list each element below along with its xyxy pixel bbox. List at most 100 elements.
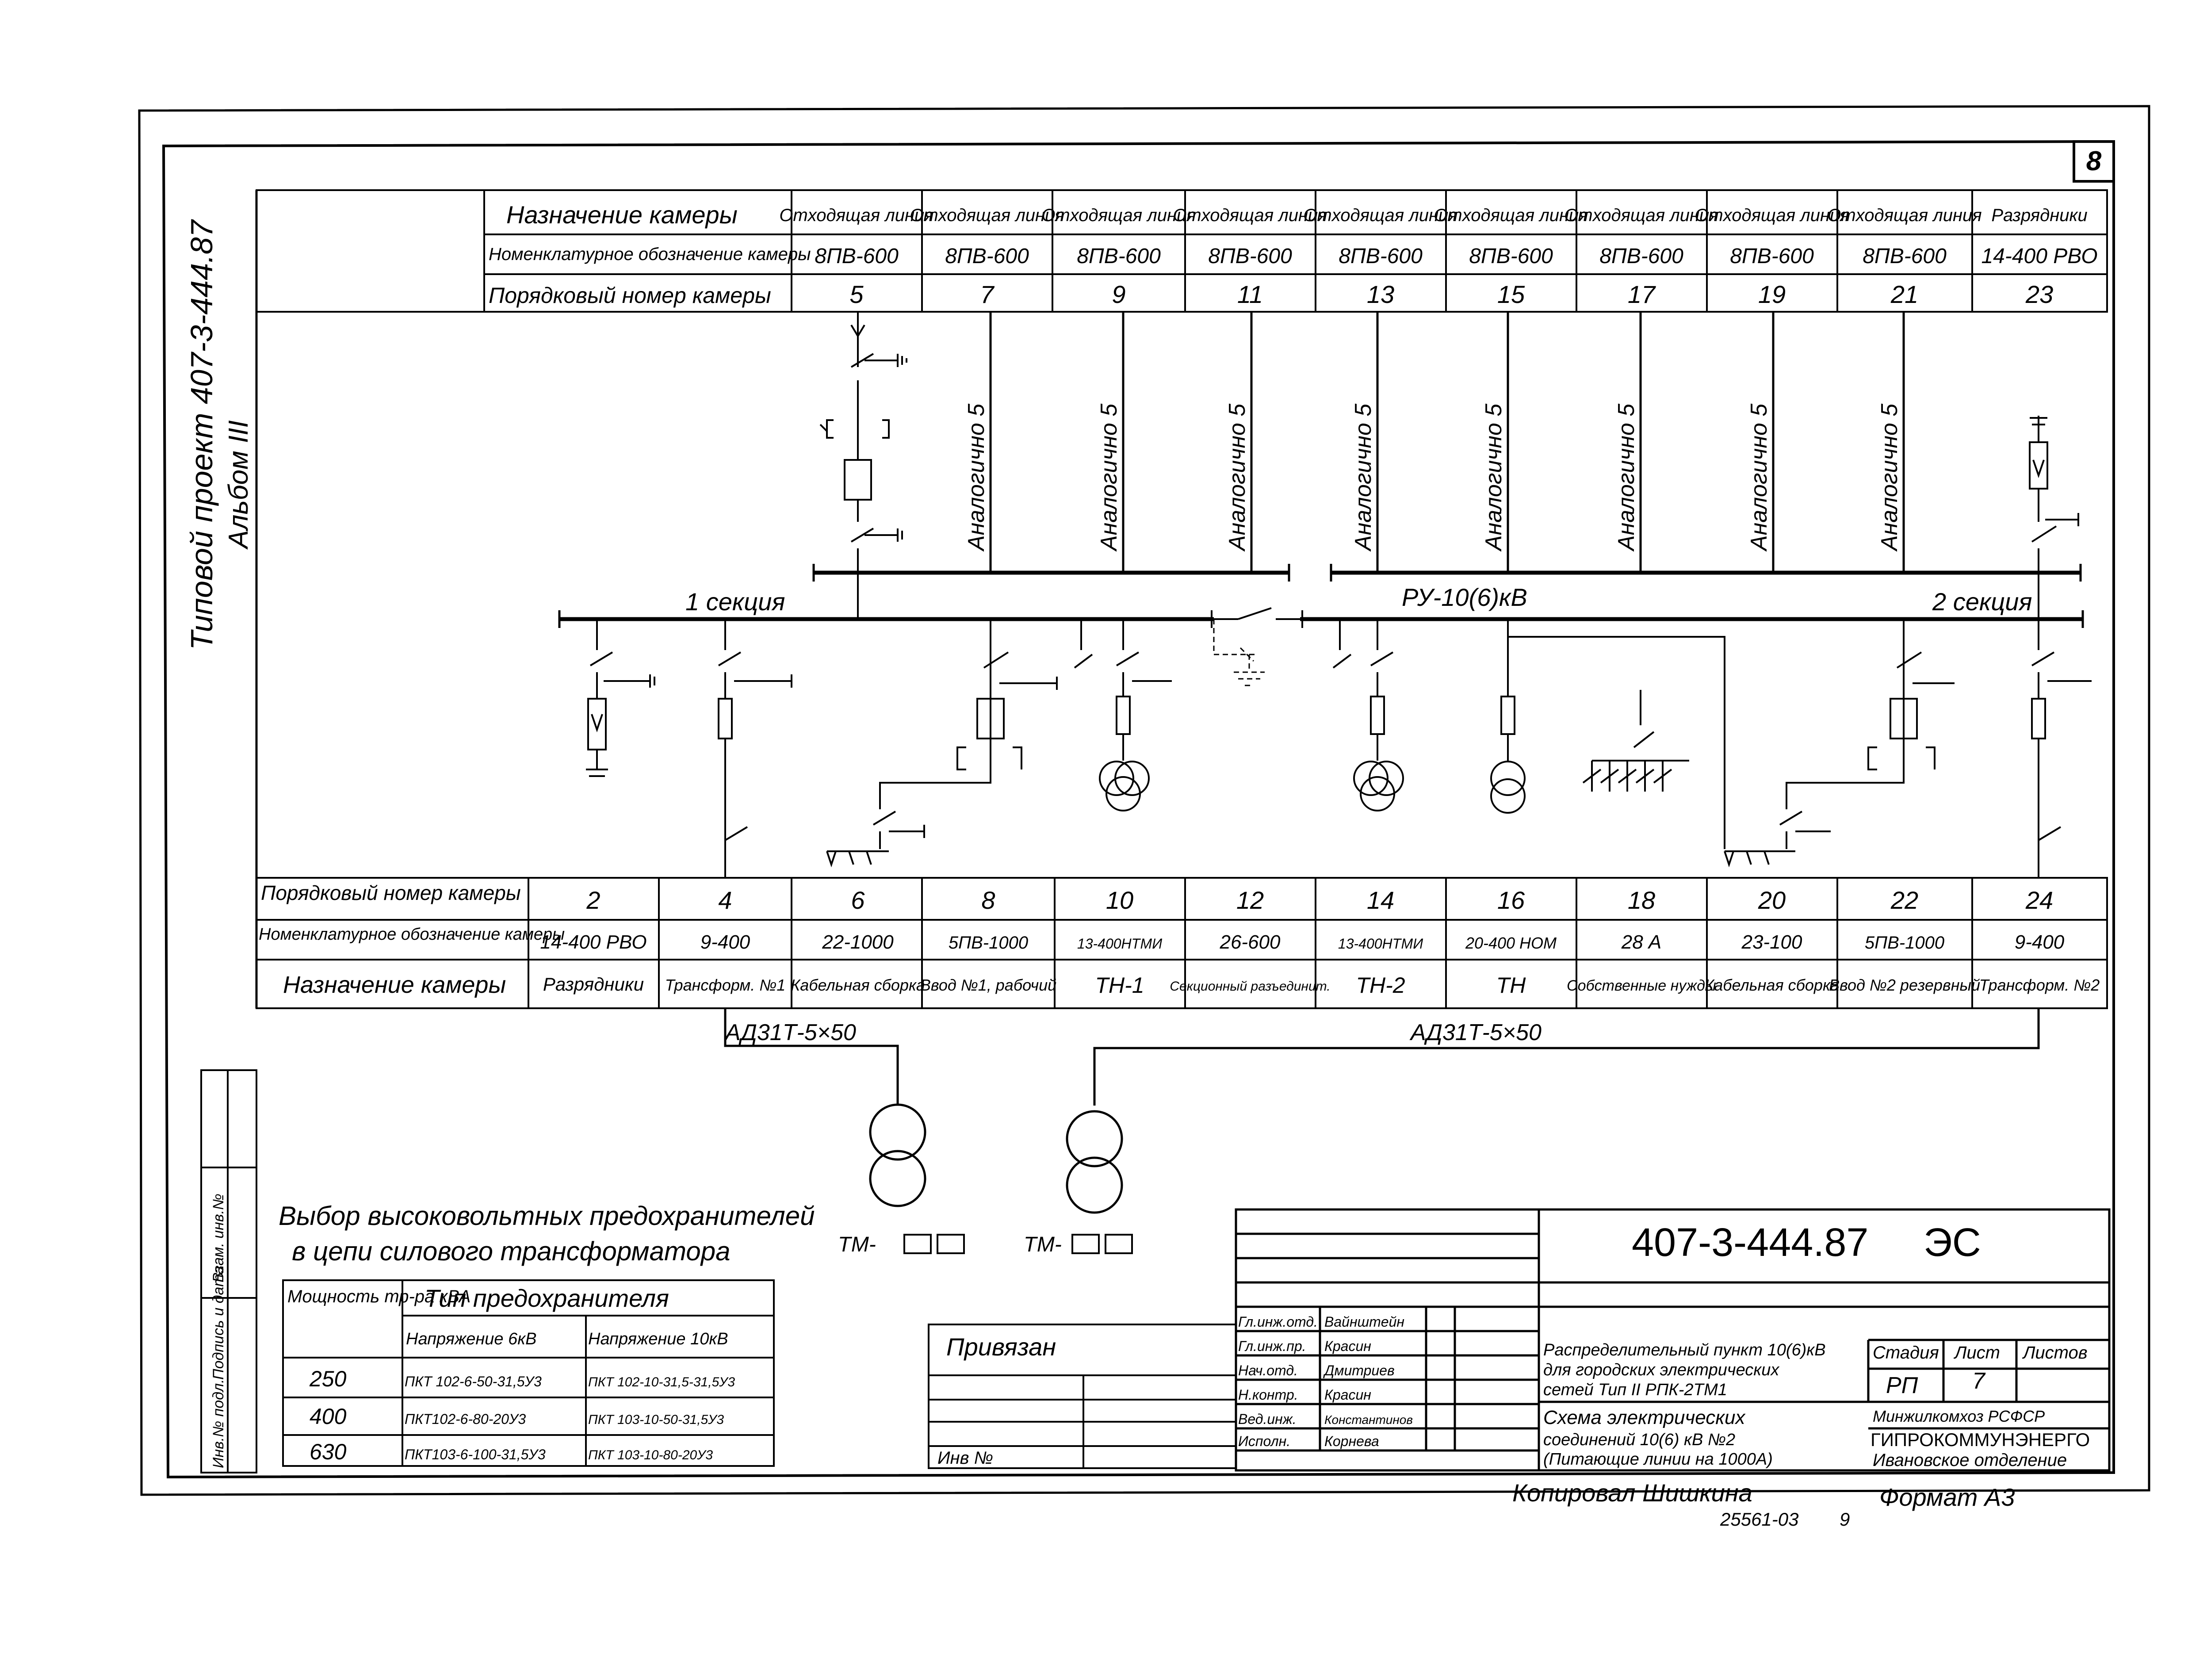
sheets-header: Листов [2022,1343,2088,1362]
bottom-col-num: 14 [1367,886,1394,914]
fuse-title-1: Выбор высоковольтных предохранителей [279,1201,815,1231]
fuse-power: 630 [310,1439,347,1464]
bottom-col-purpose: Трансформ. №1 [665,976,785,994]
cable-label-2: АД31Т-5×50 [1409,1020,1542,1045]
document-code: 407-3-444.87 [1632,1221,1868,1265]
bottom-col-code: 13-400НТМИ [1077,936,1162,952]
cell-2-arrester [586,619,655,777]
top-col-num: 9 [1112,280,1125,308]
cable-line-2 [1093,1008,2040,1106]
bottom-col-code: 23-100 [1741,931,1802,953]
fuse-v6: ПКТ103-6-100-31,5У3 [405,1447,546,1462]
top-col-code: 8ПВ-600 [1339,245,1423,268]
sheet-value: 7 [1972,1368,1986,1394]
serial-number: 25561-03 [1720,1509,1799,1530]
staff-role: Гл.инж.пр. [1238,1338,1306,1354]
top-col-code: 8ПВ-600 [1730,245,1814,268]
cell-6-cable-assembly [826,619,991,868]
bottom-col-code: 5ПВ-1000 [949,933,1028,953]
top-col-purpose: Отходящая линия [1827,206,1981,225]
privyazan-label: Привязан [946,1333,1056,1361]
title-desc-line: соединений 10(6) кВ №2 [1543,1431,1735,1449]
top-col-purpose: Отходящая линия [1434,206,1588,225]
top-col-num: 7 [980,280,995,308]
fuse-table-grid [282,1279,775,1467]
sheet-header: Лист [1953,1343,2000,1362]
cell-8-input-1 [956,619,1058,770]
staff-role: Исполн. [1238,1433,1290,1449]
cable-line-1 [724,1008,899,1106]
bottom-col-num: 16 [1497,886,1525,914]
fuse-header-6kv: Напряжение 6кВ [406,1330,537,1348]
feeder-5-equipment [819,312,907,619]
inner-frame [162,140,2115,1479]
top-col-code: 8ПВ-600 [945,245,1029,268]
fuse-header-type: Тип предохранителя [425,1284,669,1312]
left-stamp-grid [200,1069,257,1473]
top-col-purpose: Отходящая линия [1173,206,1327,225]
title-desc-line: для городских электрических [1543,1361,1780,1379]
top-col-num: 21 [1890,280,1918,308]
staff-name: Красин [1324,1387,1371,1403]
feeder-label: Аналогично 5 [1350,403,1376,552]
fuse-v10: ПКТ 103-10-50-31,5У3 [588,1412,724,1427]
bottom-label-num: Порядковый номер камеры [261,881,521,904]
feeder-label: Аналогично 5 [1481,403,1507,552]
top-col-purpose: Отходящая линия [779,206,933,225]
bottom-col-purpose: ТН-2 [1356,973,1405,998]
top-col-num: 13 [1367,280,1394,308]
cell-18-aux [1582,690,1689,792]
side-project-title: Типовой проект 407-3-444.87 [184,218,219,650]
sheet-number: 8 [2086,146,2102,176]
feeder-label: Аналогично 5 [1096,403,1122,552]
stage-value: РП [1886,1373,1918,1398]
fuse-v10: ПКТ 102-10-31,5-31,5У3 [588,1375,735,1389]
side-album: Альбом III [223,420,254,550]
bottom-col-purpose: Трансформ. №2 [1979,976,2100,994]
staff-name: Вайнштейн [1324,1314,1404,1330]
bottom-col-purpose: ТН-1 [1095,973,1144,998]
top-col-code: 14-400 РВО [1981,245,2097,268]
bottom-col-purpose: Ввод №1, рабочий [920,976,1056,994]
fuse-v10: ПКТ 103-10-80-20У3 [588,1448,713,1462]
bottom-col-num: 20 [1758,886,1786,914]
staff-role: Нач.отд. [1238,1362,1298,1378]
top-col-purpose: Отходящая линия [1695,206,1849,225]
bottom-col-num: 18 [1628,886,1655,914]
org-line-3: Ивановское отделение [1873,1450,2067,1470]
top-col-purpose: Отходящая линия [1303,206,1457,225]
top-col-purpose: Отходящая линия [1564,206,1718,225]
bottom-label-purpose: Назначение камеры [283,972,506,998]
cell-14-vt-2 [1332,619,1404,811]
bottom-col-num: 12 [1236,886,1264,914]
feeder-label: Аналогично 5 [964,403,989,552]
bottom-col-code: 22-1000 [822,931,894,953]
title-desc-line: Схема электрических [1543,1407,1746,1428]
cell-22-input-2 [1867,619,1955,770]
bottom-col-purpose: Секционный разъединит. [1170,979,1330,994]
section-2-label: 2 секция [1932,588,2032,616]
bottom-col-code: 20-400 НОМ [1465,934,1557,952]
fuse-header-10kv: Напряжение 10кВ [588,1330,728,1348]
top-label-purpose: Назначение камеры [506,201,738,229]
fuse-v6: ПКТ102-6-80-20У3 [405,1411,526,1427]
top-col-num: 19 [1758,280,1786,308]
feeder-lines [989,312,1905,573]
serial-suffix: 9 [1840,1509,1850,1530]
cable-label-1: АД31Т-5×50 [724,1020,856,1045]
title-block-grid [1235,1208,2111,1472]
power-transformer-1 [869,1103,926,1161]
org-line-2: ГИПРОКОММУНЭНЕРГО [1871,1429,2090,1450]
top-col-code: 8ПВ-600 [1208,245,1292,268]
bottom-col-num: 2 [586,886,600,914]
bottom-col-code: 5ПВ-1000 [1865,933,1944,953]
fuse-power: 400 [310,1404,347,1429]
bus-label: РУ-10(6)кВ [1402,583,1527,611]
feeder-label: Аналогично 5 [1746,403,1772,552]
top-col-purpose: Отходящая линия [1041,206,1196,225]
top-col-num: 17 [1628,280,1656,308]
staff-role: Н.контр. [1238,1387,1298,1403]
copied-by: Копировал Шишкина [1512,1479,1752,1507]
feeder-23-arrester [2029,416,2079,619]
document-mark: ЭС [1924,1221,1981,1265]
